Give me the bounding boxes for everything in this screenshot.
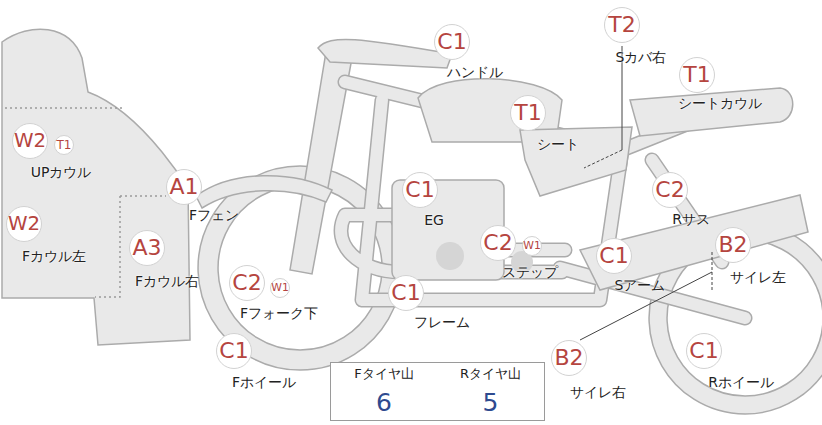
damage-code: C1	[599, 245, 628, 267]
part-name: Fフェン	[189, 208, 239, 223]
muffler	[580, 195, 808, 290]
damage-code: B2	[554, 347, 583, 369]
damage-code-circle: C2ステップ	[480, 225, 516, 261]
part-name: ステップ	[502, 265, 558, 280]
damage-code: C1	[689, 340, 718, 362]
table-value: 6	[330, 385, 438, 421]
table-header: Rタイヤ山	[437, 362, 545, 386]
part-name: Fカウル左	[22, 249, 86, 264]
damage-code-circle: B2サイレ右	[551, 340, 587, 376]
damage-code-circle: T1シート	[510, 95, 546, 131]
damage-code: T1	[683, 64, 710, 86]
seat-cowl	[630, 88, 793, 136]
damage-code: W1	[523, 241, 541, 252]
damage-code-circle: W2UPカウル	[12, 123, 48, 159]
damage-code-circle: C1Fホイール	[216, 333, 252, 369]
damage-code: B2	[718, 234, 747, 256]
fairing	[2, 29, 190, 345]
damage-code: C2	[483, 232, 512, 254]
sub-code-circle: W1	[522, 236, 542, 256]
part-name: Rホイール	[708, 375, 774, 390]
cowl-divider	[5, 108, 166, 297]
seat	[520, 127, 632, 196]
damage-code: T2	[608, 14, 635, 36]
part-name: フレーム	[414, 315, 470, 330]
damage-code: C2	[232, 272, 261, 294]
table-value: 5	[437, 385, 545, 421]
damage-code: W2	[8, 214, 40, 234]
part-name: Sアーム	[615, 278, 666, 293]
part-name: Fフォーク下	[240, 306, 318, 321]
damage-code-circle: B2サイレ左	[715, 227, 751, 263]
damage-code-circle: C1Sアーム	[596, 238, 632, 274]
damage-code: W1	[271, 283, 289, 294]
engine-cover	[436, 242, 464, 270]
front-fender	[196, 176, 332, 208]
damage-code: C1	[219, 340, 248, 362]
damage-code-circle: T2Sカバ右	[604, 7, 640, 43]
damage-code: C1	[391, 282, 420, 304]
part-name: Rサス	[672, 212, 710, 227]
damage-code: T1	[57, 139, 72, 151]
handlebar	[318, 39, 452, 68]
damage-code: T1	[514, 102, 541, 124]
damage-code: C1	[405, 179, 434, 201]
part-name: EG	[424, 213, 444, 228]
damage-code-circle: C2Rサス	[652, 172, 688, 208]
part-name: サイレ左	[730, 270, 786, 285]
part-name: シートカウル	[678, 96, 762, 111]
damage-code-circle: C1Rホイール	[686, 333, 722, 369]
damage-code-circle: A1Fフェン	[166, 169, 202, 205]
damage-code: C1	[437, 31, 466, 53]
table-header: Fタイヤ山	[330, 362, 438, 386]
damage-code: W2	[14, 131, 46, 151]
sub-code-circle: T1	[54, 135, 74, 155]
part-name: Fカウル右	[135, 274, 199, 289]
part-name: サイレ右	[570, 385, 626, 400]
part-name: Fホイール	[232, 375, 296, 390]
damage-code-circle: C1EG	[402, 172, 438, 208]
sub-code-circle: W1	[270, 278, 290, 298]
damage-code: C2	[655, 179, 684, 201]
part-name: Sカバ右	[616, 50, 667, 65]
part-name: シート	[537, 137, 579, 152]
damage-code: A1	[169, 176, 198, 198]
damage-code-circle: C1ハンドル	[434, 24, 470, 60]
damage-code-circle: C1フレーム	[388, 275, 424, 311]
part-name: UPカウル	[31, 165, 92, 180]
damage-code-circle: W2Fカウル左	[6, 206, 42, 242]
damage-code-circle: A3Fカウル右	[129, 230, 165, 266]
damage-code-circle: T1シートカウル	[679, 57, 715, 93]
part-name: ハンドル	[447, 65, 503, 80]
damage-code-circle: C2Fフォーク下	[229, 265, 265, 301]
damage-code: A3	[132, 237, 161, 259]
